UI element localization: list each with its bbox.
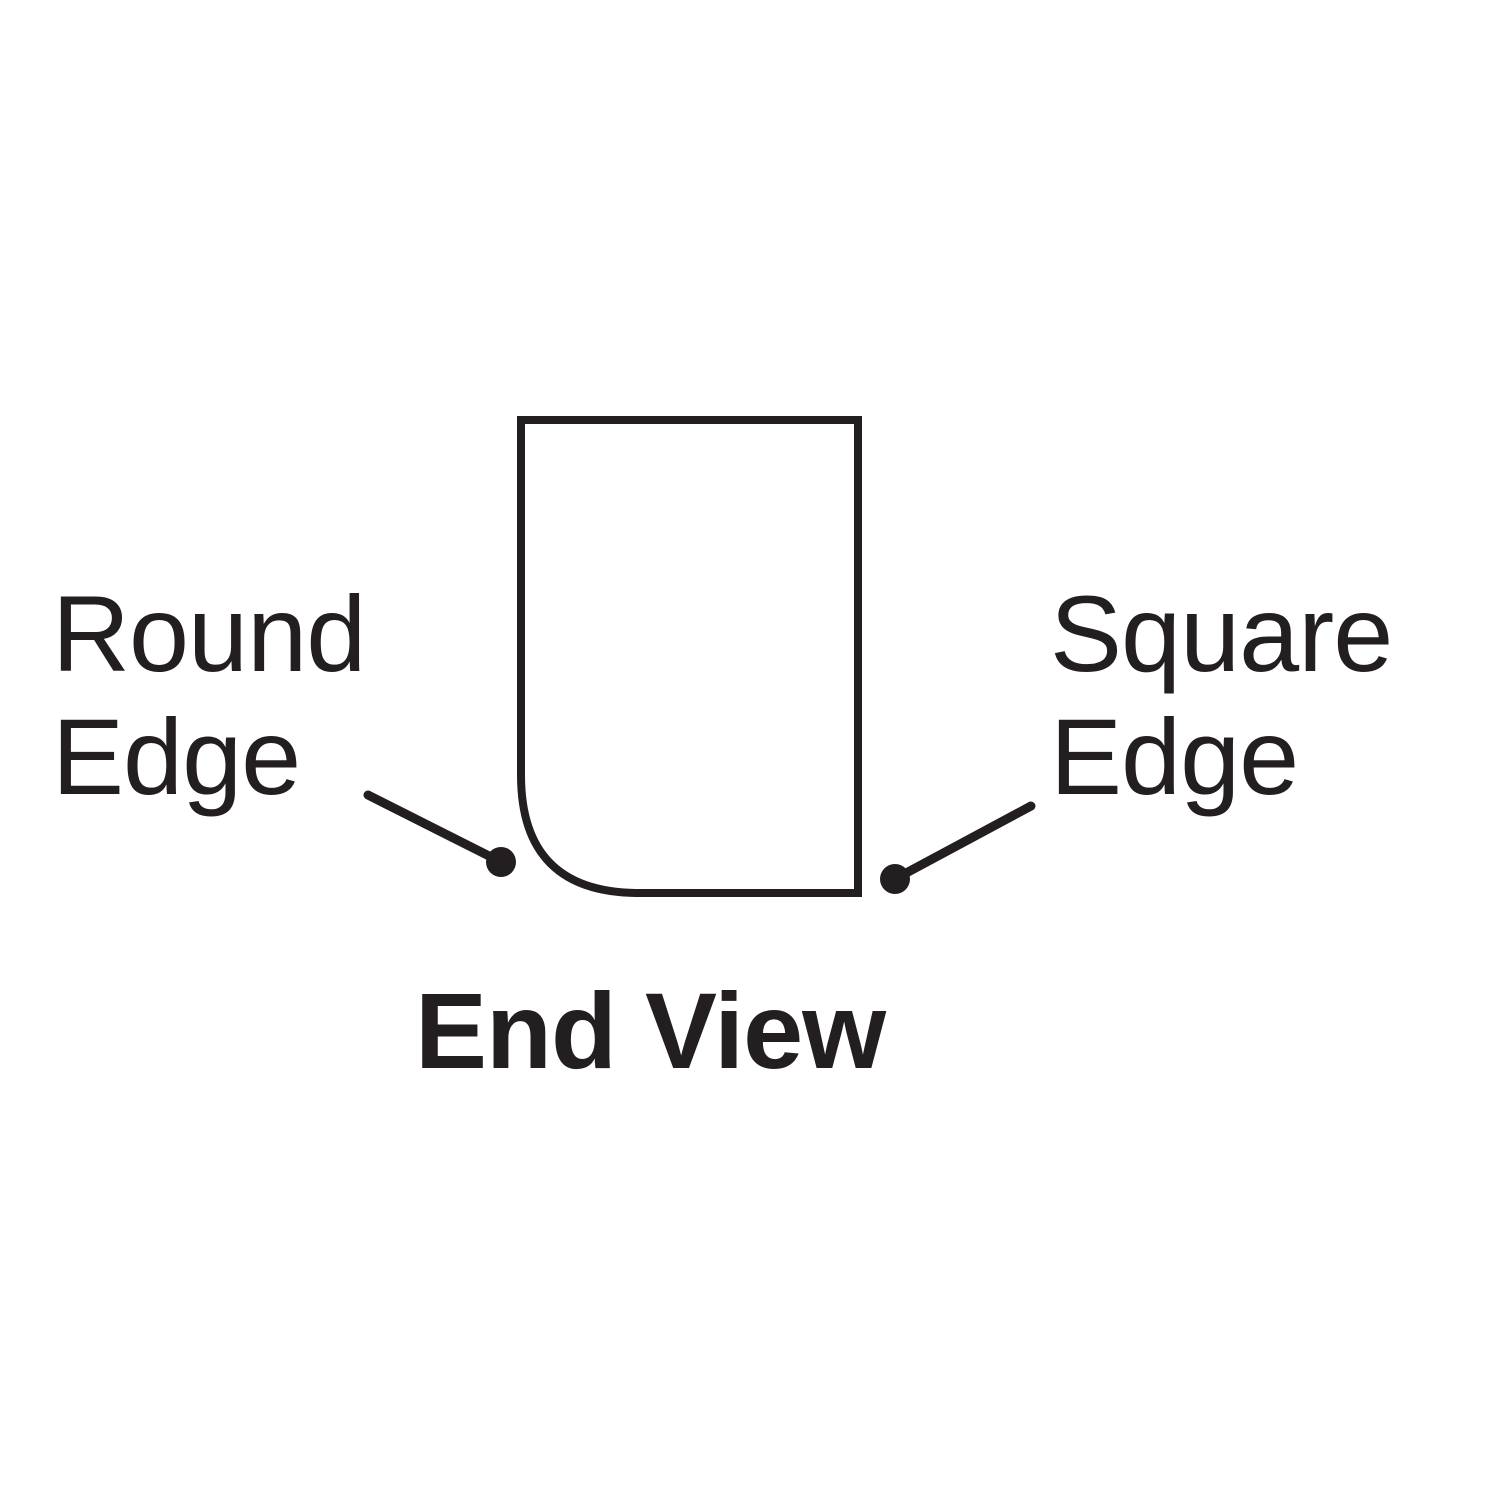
annotation-round-edge-line2: Edge (52, 696, 301, 817)
annotation-round-edge: Round Edge (52, 572, 366, 818)
annotation-square-edge: Square Edge (1050, 572, 1393, 818)
annotation-square-edge-line1: Square (1050, 573, 1393, 694)
figure-caption: End View (415, 970, 886, 1091)
annotation-round-edge-line1: Round (52, 573, 366, 694)
annotation-square-edge-line2: Edge (1050, 696, 1299, 817)
leader-line-square-edge (890, 801, 1036, 884)
leader-line-round-edge (363, 790, 506, 867)
leader-dot-round-edge (486, 847, 516, 877)
profile-outline (517, 416, 862, 897)
leader-dot-square-edge (880, 864, 910, 894)
